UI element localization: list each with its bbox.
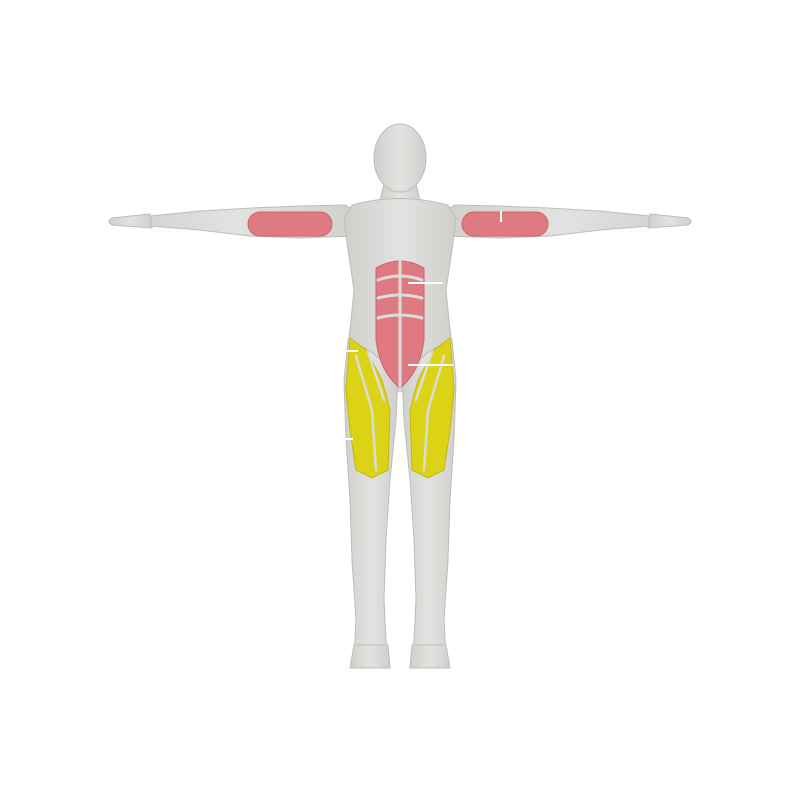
marker-lines — [344, 211, 502, 440]
left-hand — [108, 213, 153, 229]
right-foot — [409, 644, 451, 669]
quadriceps-separations — [354, 350, 446, 472]
secondary-muscles — [345, 337, 455, 479]
body-silhouette — [108, 123, 692, 669]
abdominal-segments — [376, 260, 424, 388]
head — [373, 123, 427, 193]
left-quadriceps-muscle — [345, 337, 391, 479]
left-biceps-muscle — [247, 211, 333, 237]
right-biceps-muscle — [461, 211, 549, 237]
left-foot — [349, 644, 391, 669]
right-hand — [647, 213, 692, 229]
